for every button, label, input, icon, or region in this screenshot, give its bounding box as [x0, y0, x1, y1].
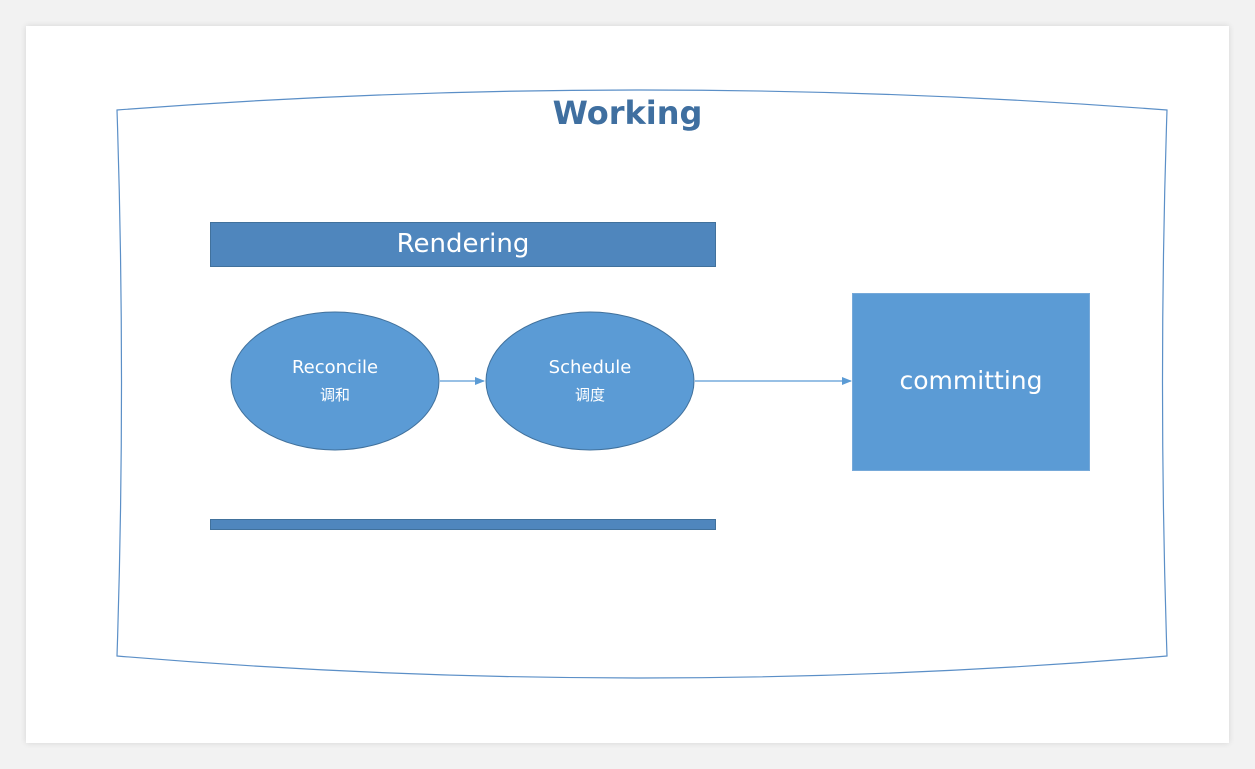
- schedule-node[interactable]: [485, 311, 695, 451]
- rendering-bottom-bar: [210, 519, 716, 530]
- rendering-bar: [210, 222, 716, 267]
- rendering-label: Rendering: [396, 229, 530, 259]
- reconcile-sublabel: 调和: [319, 386, 350, 404]
- schedule-sublabel: 调度: [574, 386, 605, 404]
- committing-node[interactable]: [852, 293, 1090, 471]
- committing-label: committing: [899, 366, 1043, 395]
- reconcile-label: Reconcile: [291, 357, 379, 378]
- schedule-label: Schedule: [548, 357, 632, 378]
- reconcile-node[interactable]: [230, 311, 440, 451]
- diagram-title: Working: [552, 94, 703, 132]
